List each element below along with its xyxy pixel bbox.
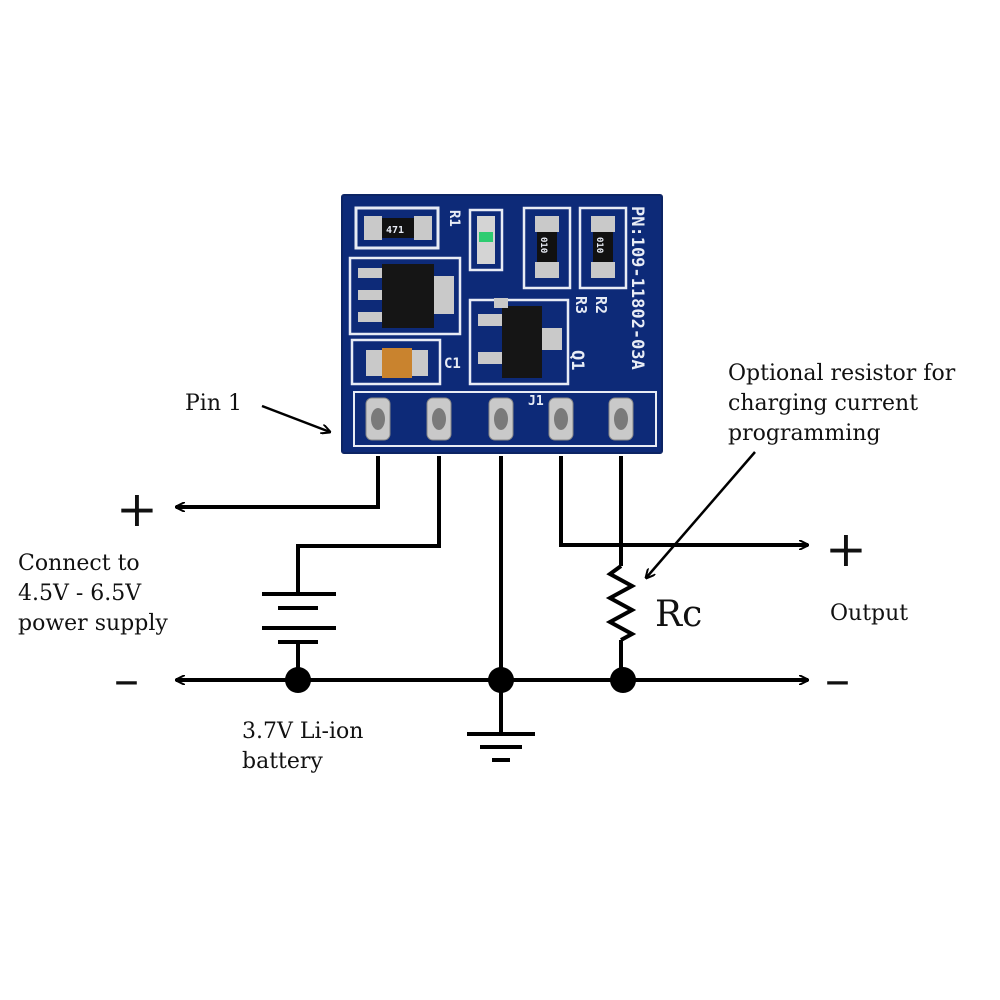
r1-value-text: 471 xyxy=(386,225,404,236)
rc-resistor-symbol xyxy=(605,564,637,642)
capacitor-c1-component xyxy=(350,338,442,386)
pin-1-pad xyxy=(365,397,391,441)
pin2-to-battery-wire xyxy=(296,456,441,592)
r2-label: R2 xyxy=(592,296,610,314)
pin-3-pad xyxy=(488,397,514,441)
pin-5-pad xyxy=(608,397,634,441)
charger-module-board: 471 R1 010 010 PN:109-11802-03A R3 xyxy=(341,194,663,454)
supply-label-line3: power supply xyxy=(18,611,168,636)
resistor-note-line1: Optional resistor for xyxy=(728,361,956,386)
resistor-r1-component: 471 xyxy=(354,206,440,250)
output-minus-symbol: – xyxy=(825,650,850,708)
resistor-note-line2: charging current xyxy=(728,391,918,416)
transistor-q1-component xyxy=(468,298,570,386)
resistor-r3-component: 010 xyxy=(522,206,572,290)
pin-4-pad xyxy=(548,397,574,441)
battery-junction-dot xyxy=(285,667,311,693)
rc-junction-dot xyxy=(610,667,636,693)
supply-label-line1: Connect to xyxy=(18,551,140,576)
r1-label: R1 xyxy=(446,210,462,227)
pin1-label: Pin 1 xyxy=(185,391,242,416)
input-minus-symbol: – xyxy=(114,650,139,708)
c1-label: C1 xyxy=(444,356,461,372)
header-pins xyxy=(353,391,657,447)
pin-2-pad xyxy=(426,397,452,441)
resistor-note-line3: programming xyxy=(728,421,881,446)
pin1-pointer-arrow xyxy=(261,404,330,432)
rc-pointer-arrow xyxy=(646,451,756,578)
output-plus-symbol: + xyxy=(825,520,867,578)
q1-label: Q1 xyxy=(567,350,587,370)
r3-label: R3 xyxy=(572,296,590,314)
supply-label-line2: 4.5V - 6.5V xyxy=(18,581,142,606)
ground-symbol xyxy=(467,732,535,762)
battery-symbol xyxy=(262,592,336,644)
pin1-to-input-plus-wire xyxy=(176,456,380,507)
r2-value-text: 010 xyxy=(594,237,604,253)
part-number-label: PN:109-11802-03A xyxy=(627,206,647,370)
battery-label-line2: battery xyxy=(242,749,323,774)
ground-junction-dot xyxy=(488,667,514,693)
pin4-to-output-plus-wire xyxy=(559,456,808,545)
input-plus-symbol: + xyxy=(116,480,158,538)
j1-label: J1 xyxy=(528,394,544,409)
battery-label-line1: 3.7V Li-ion xyxy=(242,719,363,744)
r3-value-text: 010 xyxy=(538,237,548,253)
output-label: Output xyxy=(830,601,908,626)
led-component xyxy=(468,208,504,272)
resistor-r2-component: 010 xyxy=(578,206,628,290)
rc-label: Rc xyxy=(655,594,702,635)
charger-ic-component xyxy=(348,256,462,336)
